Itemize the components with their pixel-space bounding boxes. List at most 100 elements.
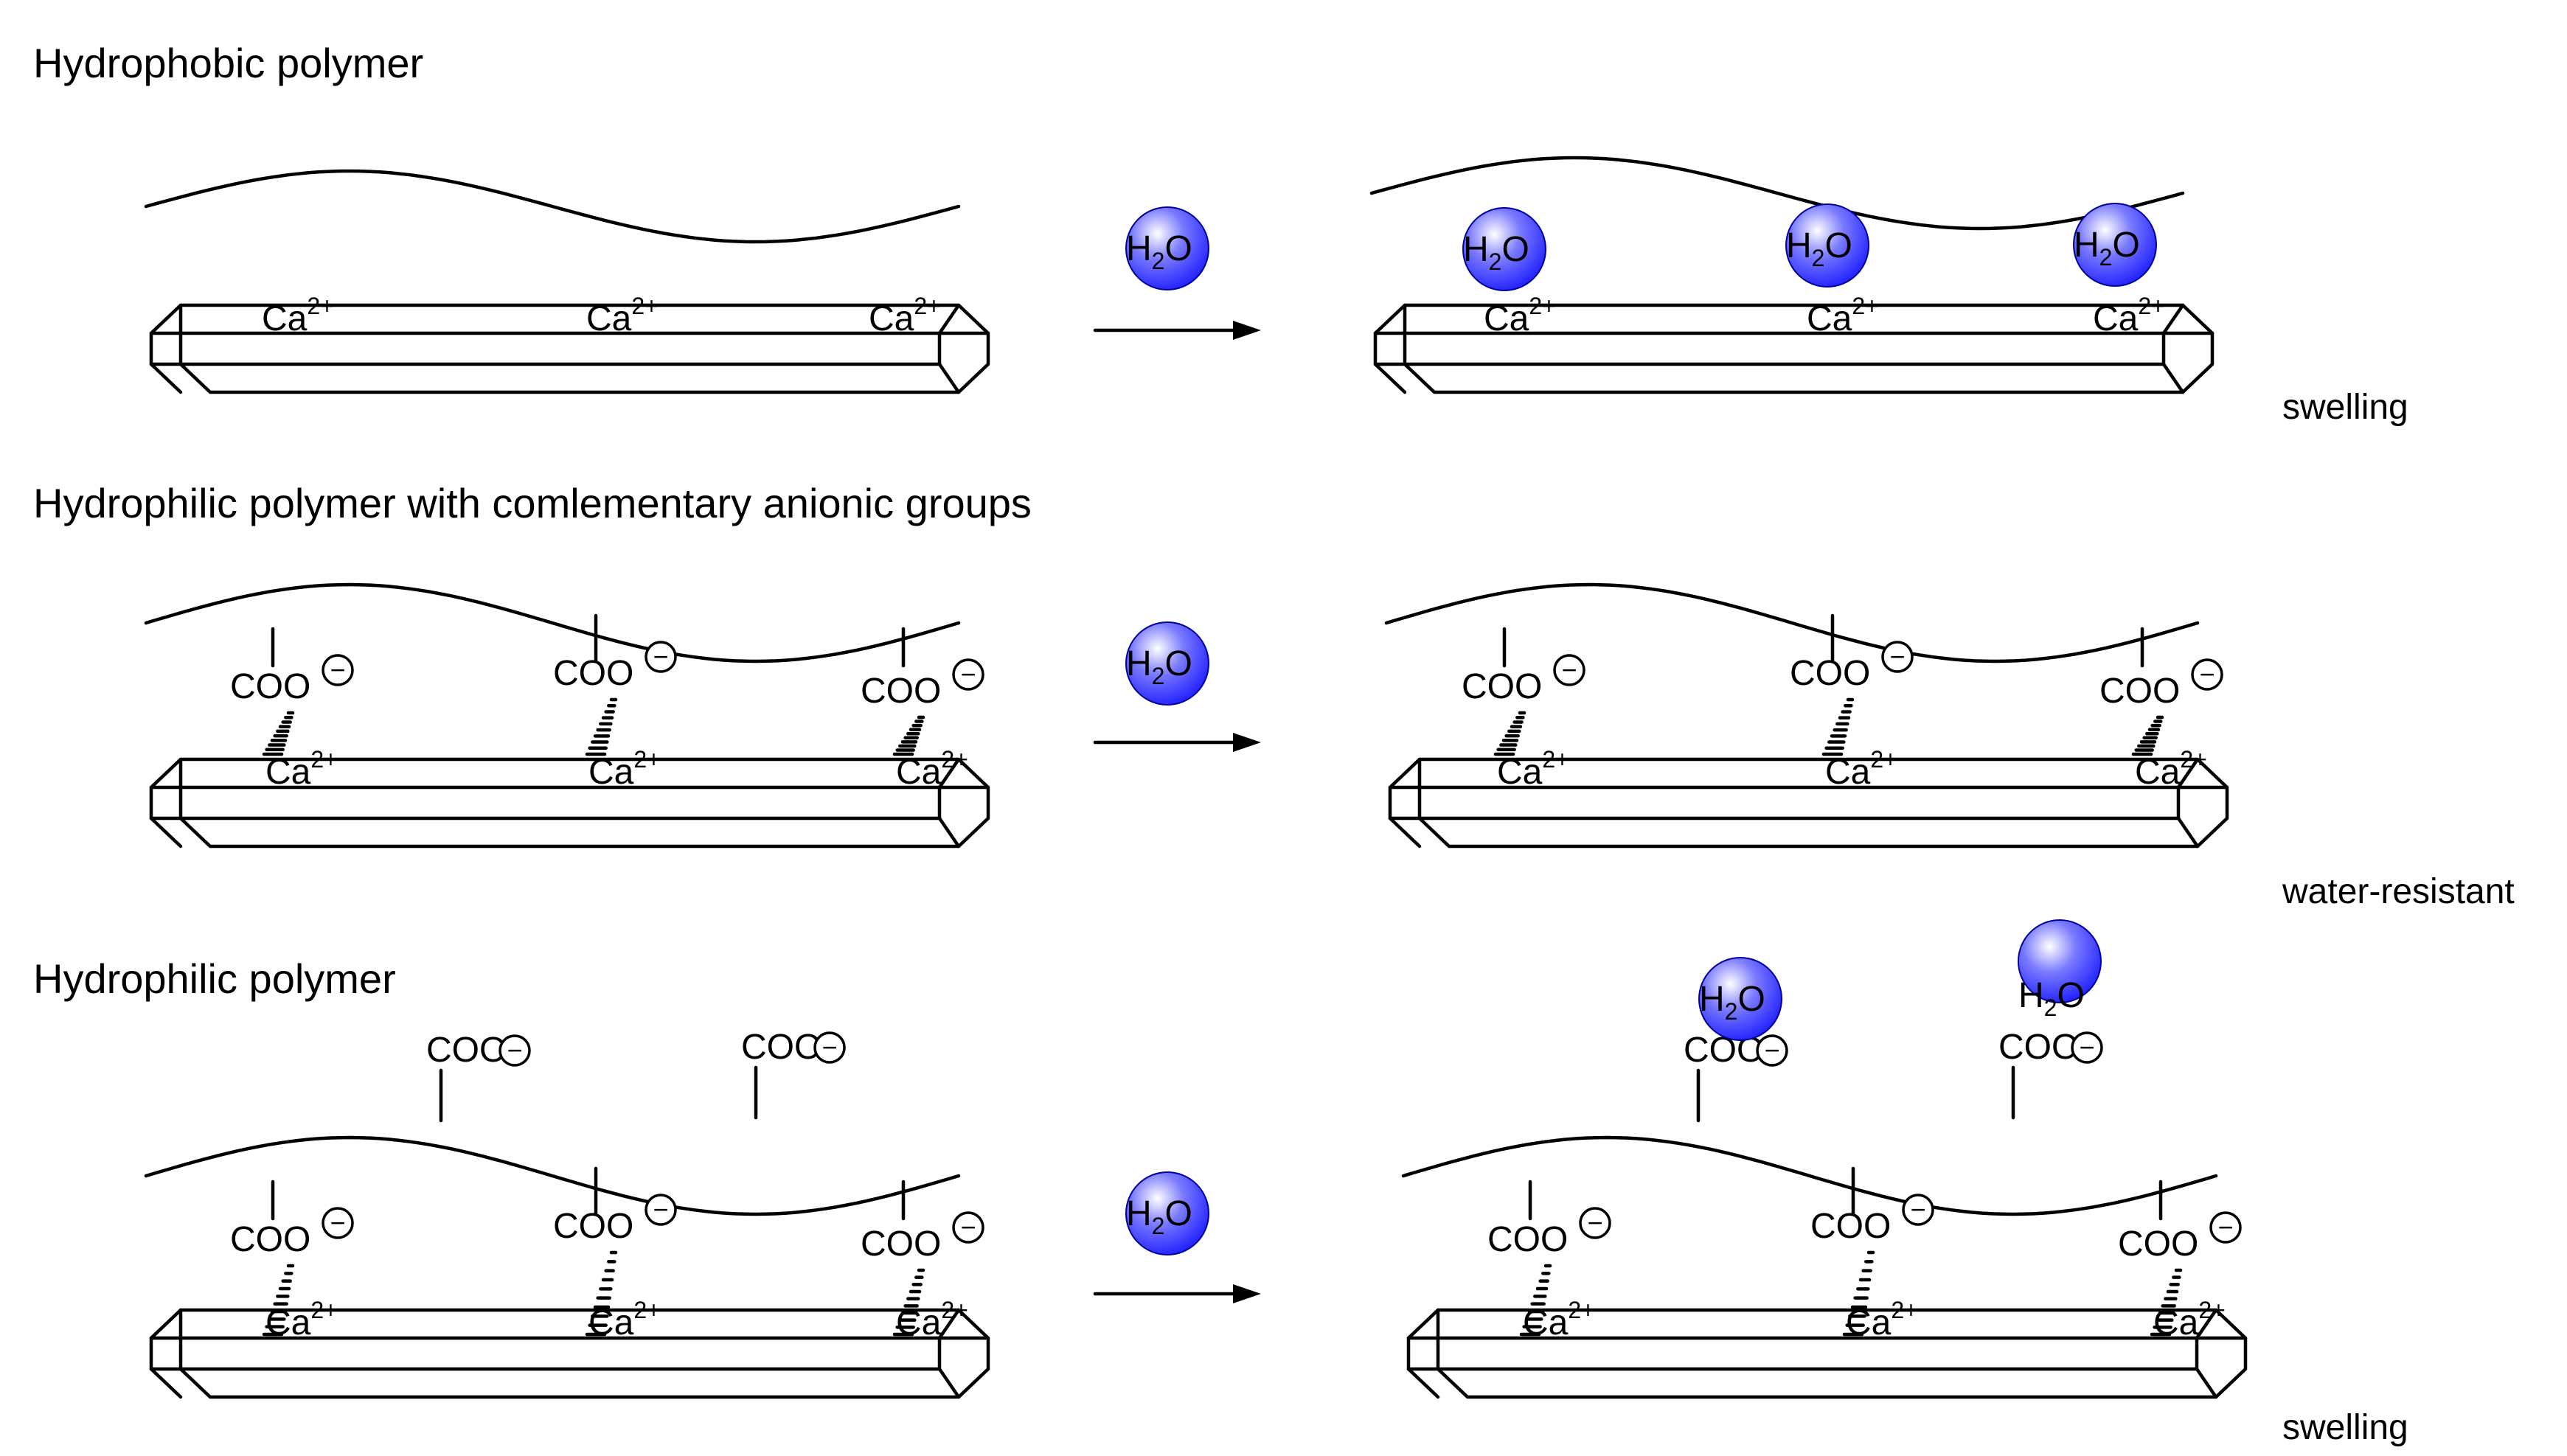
arrow-head-icon (1233, 321, 1261, 340)
anion-charge-icon (1881, 641, 1914, 673)
calcium-symbol: Ca (265, 753, 311, 792)
anion-charge-sign: − (1764, 1035, 1779, 1065)
water-formula: H2O (1126, 644, 1192, 689)
water-molecule: H2O (2018, 919, 2102, 1021)
water-molecule: H2O (1125, 621, 1209, 706)
calcium-charge: 2+ (1568, 1297, 1594, 1323)
crystal-edge (937, 816, 961, 849)
calcium-charge: 2+ (941, 746, 968, 773)
anion-charge-icon (952, 658, 984, 691)
carboxylate-label: COO (426, 1031, 507, 1070)
calcium-ion-label: Ca2+ (1497, 746, 1569, 792)
calcium-symbol: Ca (1807, 299, 1852, 338)
calcium-symbol: Ca (1846, 1303, 1892, 1342)
water-subscript: 2 (2099, 244, 2113, 271)
calcium-symbol: Ca (262, 299, 308, 338)
calcium-ion-label: Ca2+ (588, 1297, 661, 1342)
calcium-symbol: Ca (869, 299, 914, 338)
anion-charge-sign: − (653, 641, 668, 672)
polymer-chain (1401, 1135, 2218, 1216)
water-symbol: O (2112, 226, 2139, 265)
calcium-ion-label: Ca2+ (869, 293, 941, 338)
polymer-chain (1384, 582, 2200, 663)
crystal-edge (2161, 303, 2185, 335)
water-symbol: H (1699, 980, 1725, 1019)
carboxylate-label: COO (1487, 1220, 1568, 1259)
crystal-left-face (149, 303, 183, 394)
ionic-hash-bond (892, 715, 925, 756)
water-sphere-icon (2018, 919, 2102, 1003)
water-subscript: 2 (1812, 245, 1825, 271)
carboxylate-label: COO (2118, 1225, 2198, 1264)
calcium-ion-label: Ca2+ (265, 1297, 338, 1342)
panel-title-hydrophilic: Hydrophilic polymer (33, 955, 396, 1002)
anion-charge-sign: − (507, 1035, 522, 1065)
water-sphere-icon (1125, 621, 1209, 706)
water-molecule: H2O (1125, 1171, 1209, 1255)
anion-charge-sign: − (821, 1032, 837, 1062)
anion-charge-icon (952, 1211, 984, 1244)
water-molecule: H2O (1462, 207, 1546, 291)
crystal-edge (937, 757, 961, 790)
water-symbol: O (2057, 976, 2084, 1015)
anion-charge-sign: − (1910, 1194, 1925, 1225)
anion-charge-icon (1902, 1194, 1934, 1226)
crystal-edge (2195, 1367, 2218, 1399)
anion-charge-sign: − (960, 659, 976, 689)
anion-charge-sign: − (1889, 641, 1905, 672)
result-label-water-resistant: water-resistant (2282, 872, 2515, 911)
calcium-ion-label: Ca2+ (588, 746, 661, 792)
arrow-head-icon (1233, 1284, 1261, 1303)
water-symbol: H (1126, 229, 1152, 268)
calcium-symbol: Ca (1825, 753, 1871, 792)
water-symbol: H (2074, 226, 2099, 265)
calcium-symbol: Ca (588, 1303, 634, 1342)
water-formula: H2O (2018, 976, 2085, 1021)
calcium-ion-label: Ca2+ (1807, 293, 1879, 338)
water-sphere-icon (2073, 203, 2157, 287)
crystal-edge (2176, 757, 2200, 790)
calcium-ion-label: Ca2+ (1484, 293, 1556, 338)
carboxylate-label: COO (1462, 667, 1542, 706)
water-molecule: H2O (2073, 203, 2157, 287)
carboxylate-label: COO (1810, 1207, 1891, 1246)
crystal-edge (937, 1367, 961, 1399)
water-symbol: H (1463, 230, 1489, 269)
result-label-swelling-2: swelling (2282, 1408, 2408, 1447)
anion-charge-icon (322, 1207, 354, 1239)
calcium-charge: 2+ (310, 746, 337, 773)
anion-charge-icon (1579, 1207, 1611, 1239)
water-molecule: H2O (1125, 206, 1209, 290)
water-formula: H2O (1463, 230, 1529, 275)
water-symbol: O (1164, 1194, 1192, 1233)
calcium-ion-label: Ca2+ (265, 746, 338, 792)
carboxylate-label: COO (861, 672, 941, 711)
water-sphere-icon (1698, 957, 1782, 1041)
carboxylate-label: COO (230, 667, 310, 706)
anion-charge-icon (2209, 1211, 2242, 1244)
calcium-symbol: Ca (265, 1303, 311, 1342)
water-sphere-icon (1125, 206, 1209, 290)
calcium-charge: 2+ (310, 1297, 337, 1323)
panel-title-hydrophilic-complementary: Hydrophilic polymer with comlementary an… (33, 480, 1032, 526)
arrow-head-icon (1233, 733, 1261, 752)
water-symbol: H (1126, 644, 1152, 683)
polymer-chain (144, 1135, 961, 1216)
anion-charge-icon (1553, 654, 1585, 686)
crystal-left-face (149, 1308, 183, 1399)
calcium-charge: 2+ (941, 1297, 968, 1323)
calcium-ion-label: Ca2+ (2153, 1297, 2226, 1342)
crystal-left-face (1388, 757, 1422, 849)
calcium-symbol: Ca (588, 753, 634, 792)
crystal-left-face (1373, 303, 1407, 394)
calcium-symbol: Ca (2153, 1303, 2199, 1342)
water-symbol: O (1164, 644, 1192, 683)
calcium-ion-label: Ca2+ (1523, 1297, 1595, 1342)
anion-charge-icon (645, 1194, 677, 1226)
calcium-charge: 2+ (631, 293, 658, 319)
water-formula: H2O (1126, 1194, 1192, 1239)
crystal-edge (937, 1308, 961, 1340)
calcium-symbol: Ca (896, 1303, 942, 1342)
ionic-hash-bond (262, 1264, 295, 1337)
